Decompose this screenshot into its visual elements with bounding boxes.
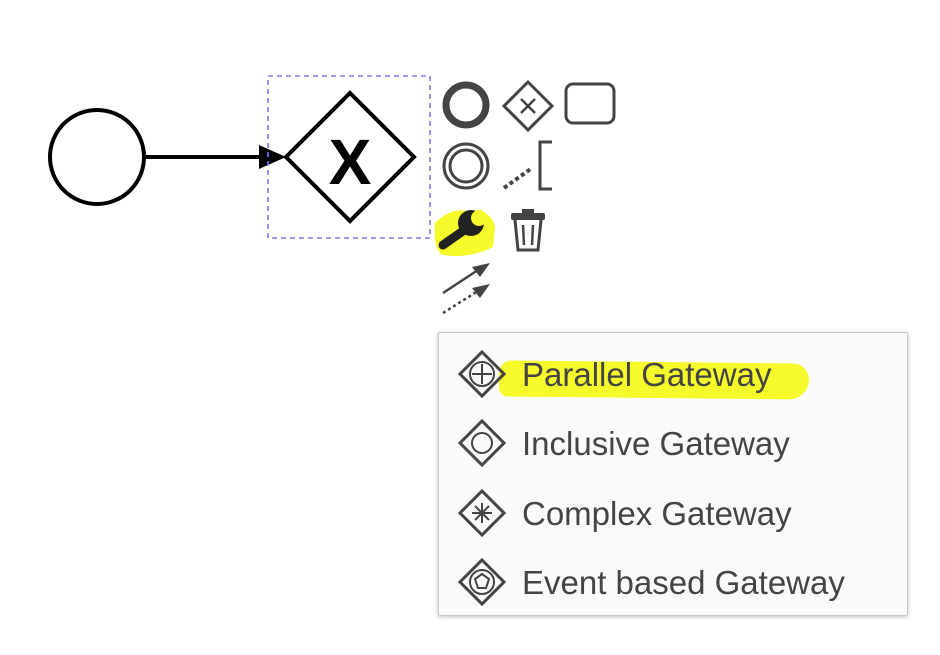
- menu-item-label: Inclusive Gateway: [522, 425, 790, 462]
- complex-gateway-icon: [457, 488, 507, 538]
- connect-button[interactable]: [438, 261, 490, 315]
- menu-item-label: Complex Gateway: [522, 495, 792, 532]
- append-text-annotation-button[interactable]: [500, 138, 552, 191]
- intermediate-event-icon: [442, 142, 490, 190]
- sequence-flow[interactable]: [146, 145, 286, 169]
- trash-icon: [511, 209, 545, 252]
- event-based-gateway-icon: [457, 557, 507, 607]
- gateway-icon: [501, 79, 555, 133]
- end-event-icon: [442, 81, 490, 129]
- task-icon: [564, 82, 616, 125]
- text-annotation-icon: [502, 140, 552, 191]
- exclusive-gateway-marker: X: [329, 126, 372, 198]
- menu-item-complex-gateway[interactable]: Complex Gateway: [439, 479, 909, 547]
- menu-item-label: Event based Gateway: [522, 564, 845, 601]
- append-gateway-button[interactable]: [501, 79, 555, 133]
- connection-icon: [442, 263, 490, 315]
- change-type-button[interactable]: [433, 205, 495, 257]
- start-event[interactable]: [48, 108, 146, 206]
- menu-item-event-based-gateway[interactable]: Event based Gateway: [439, 548, 909, 616]
- menu-item-inclusive-gateway[interactable]: Inclusive Gateway: [439, 409, 909, 477]
- exclusive-gateway[interactable]: X: [283, 90, 417, 224]
- inclusive-gateway-icon: [457, 418, 507, 468]
- wrench-icon: [434, 210, 495, 256]
- parallel-gateway-icon: [457, 349, 507, 399]
- selection-outline: [267, 75, 431, 239]
- menu-item-label: Parallel Gateway: [522, 356, 772, 393]
- append-end-event-button[interactable]: [440, 80, 492, 132]
- menu-item-parallel-gateway[interactable]: Parallel Gateway: [439, 340, 909, 408]
- replace-menu: Parallel Gateway Inclusive Gateway Compl…: [438, 332, 908, 616]
- append-intermediate-event-button[interactable]: [440, 140, 492, 192]
- delete-button[interactable]: [502, 203, 554, 255]
- append-task-button[interactable]: [562, 80, 616, 132]
